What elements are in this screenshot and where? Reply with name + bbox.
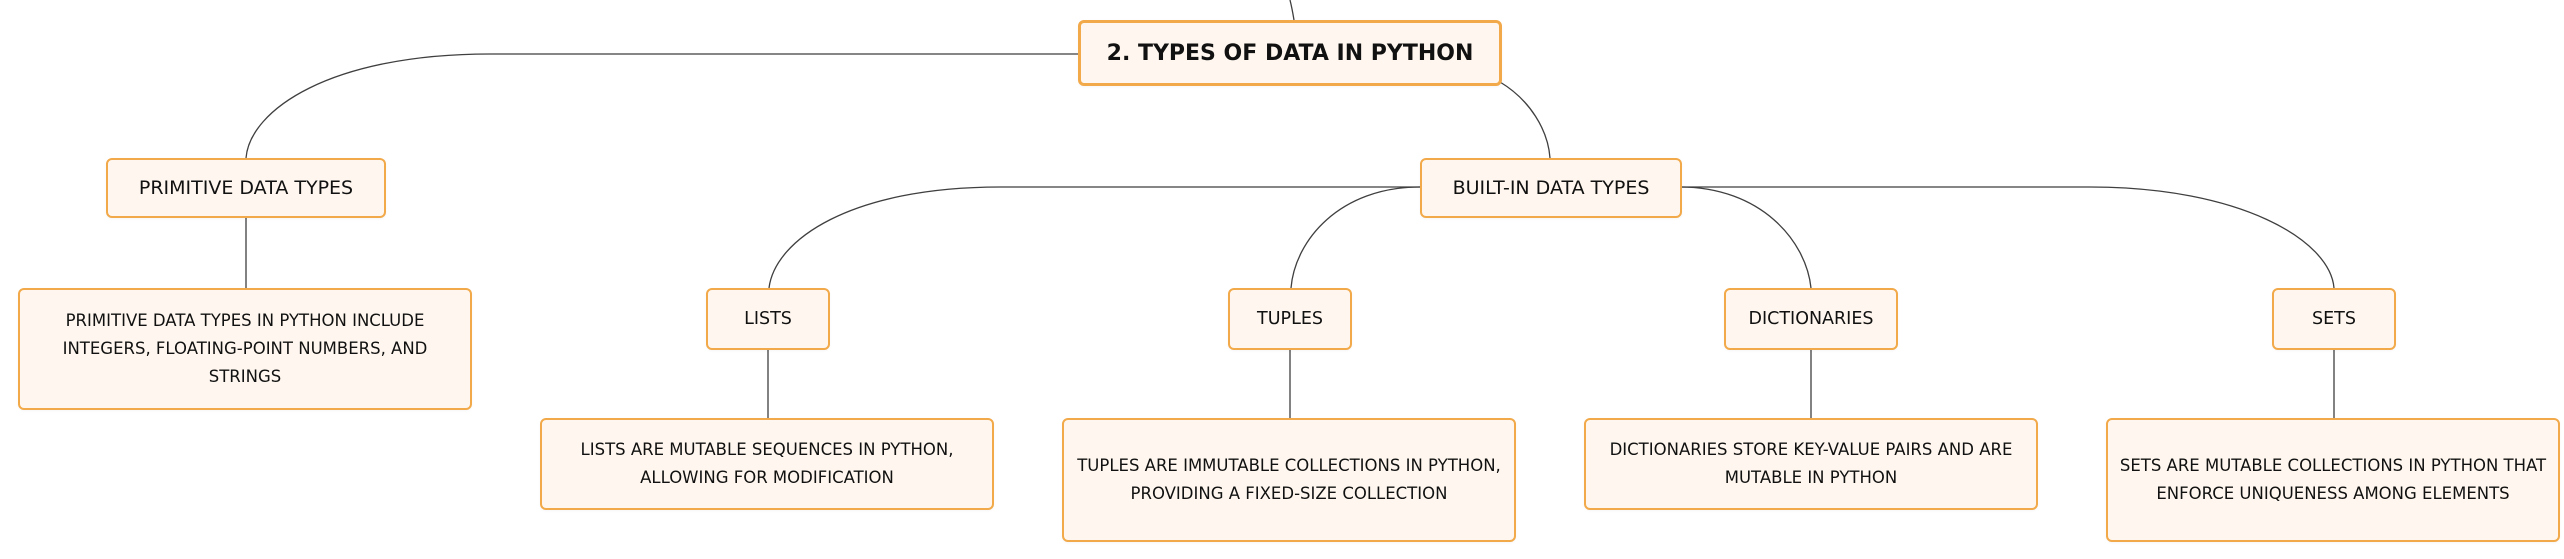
connector-builtin-to-tuples bbox=[1290, 186, 1421, 289]
node-dictionaries-description[interactable]: DICTIONARIES STORE KEY-VALUE PAIRS AND A… bbox=[1584, 418, 2038, 510]
node-primitive-data-types[interactable]: PRIMITIVE DATA TYPES bbox=[106, 158, 386, 218]
node-lists[interactable]: LISTS bbox=[706, 288, 830, 350]
node-tuples[interactable]: TUPLES bbox=[1228, 288, 1352, 350]
node-sets-description[interactable]: SETS ARE MUTABLE COLLECTIONS IN PYTHON T… bbox=[2106, 418, 2560, 542]
dictionaries-description-text: DICTIONARIES STORE KEY-VALUE PAIRS AND A… bbox=[1609, 439, 2013, 487]
primitive-description-text: PRIMITIVE DATA TYPES IN PYTHON INCLUDE I… bbox=[62, 310, 428, 387]
node-primitive-description[interactable]: PRIMITIVE DATA TYPES IN PYTHON INCLUDE I… bbox=[18, 288, 472, 410]
tuples-description-text: TUPLES ARE IMMUTABLE COLLECTIONS IN PYTH… bbox=[1077, 455, 1501, 503]
lists-description-text: LISTS ARE MUTABLE SEQUENCES IN PYTHON, A… bbox=[580, 439, 954, 487]
node-tuples-description[interactable]: TUPLES ARE IMMUTABLE COLLECTIONS IN PYTH… bbox=[1062, 418, 1516, 542]
connector-root-to-primitive bbox=[245, 53, 1080, 159]
connector-builtin-to-lists bbox=[768, 186, 1420, 289]
connector-root-to-builtin bbox=[1499, 81, 1551, 159]
node-built-in-data-types[interactable]: BUILT-IN DATA TYPES bbox=[1420, 158, 1682, 218]
node-dictionaries-label: DICTIONARIES bbox=[1748, 309, 1874, 329]
node-sets[interactable]: SETS bbox=[2272, 288, 2396, 350]
node-sets-label: SETS bbox=[2312, 309, 2356, 329]
root-node[interactable]: 2. TYPES OF DATA IN PYTHON bbox=[1078, 20, 1502, 86]
node-lists-description[interactable]: LISTS ARE MUTABLE SEQUENCES IN PYTHON, A… bbox=[540, 418, 994, 510]
sets-description-text: SETS ARE MUTABLE COLLECTIONS IN PYTHON T… bbox=[2119, 455, 2547, 503]
connector-builtin-to-dictionaries bbox=[1679, 186, 1812, 289]
node-primitive-label: PRIMITIVE DATA TYPES bbox=[138, 177, 354, 199]
node-tuples-label: TUPLES bbox=[1257, 309, 1323, 329]
connector-builtin-to-sets bbox=[1680, 186, 2335, 289]
node-dictionaries[interactable]: DICTIONARIES bbox=[1724, 288, 1898, 350]
node-builtin-label: BUILT-IN DATA TYPES bbox=[1452, 177, 1650, 199]
node-lists-label: LISTS bbox=[744, 309, 792, 329]
root-node-label: 2. TYPES OF DATA IN PYTHON bbox=[1106, 40, 1474, 66]
connector-parent-to-root bbox=[1289, 0, 1295, 21]
